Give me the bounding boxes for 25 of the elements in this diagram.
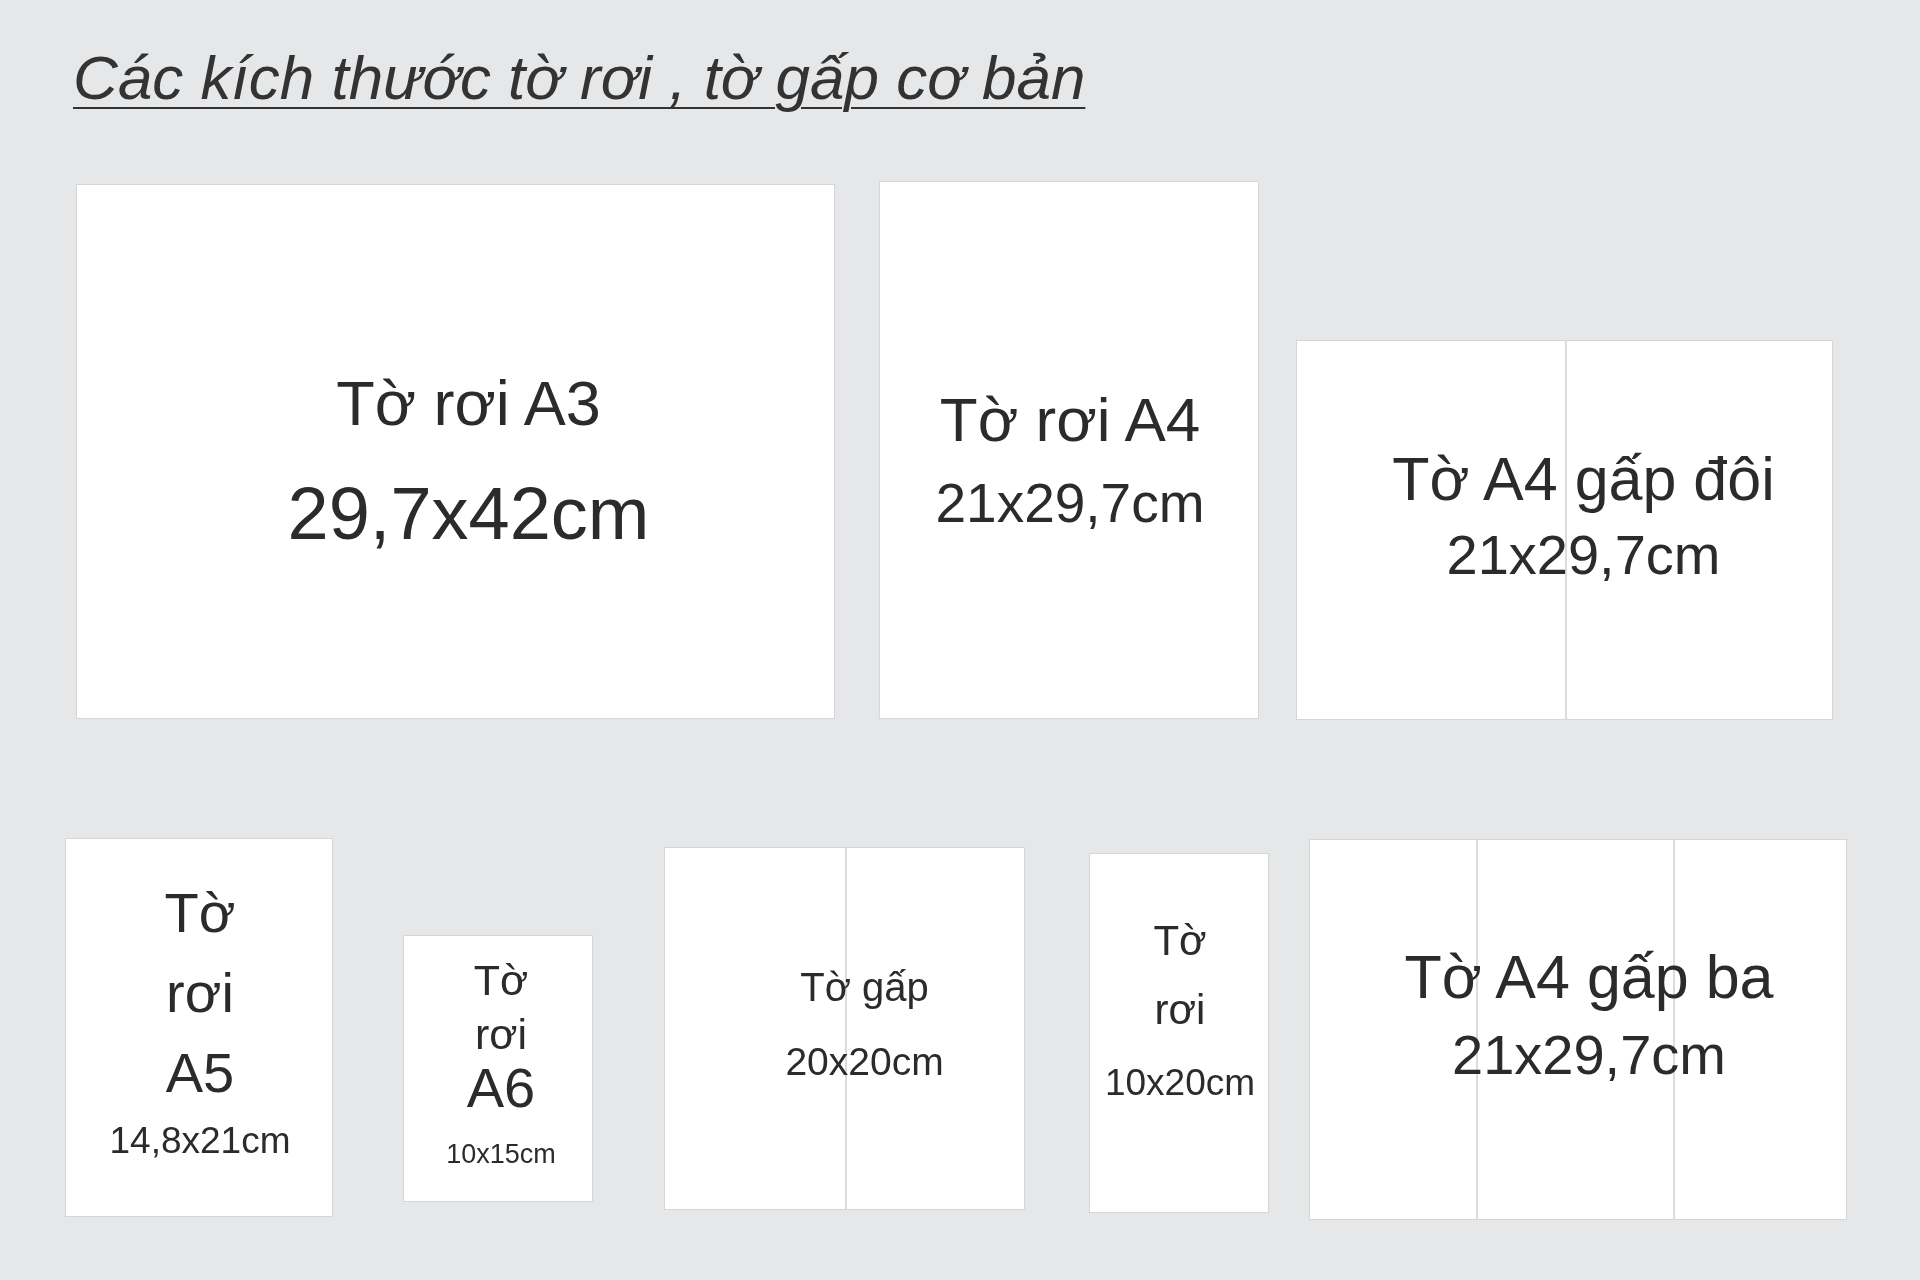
paper-sheet (1089, 853, 1269, 1213)
size-name: Tờ A4 gấp ba (1404, 941, 1774, 1013)
size-name: Tờ rơi A4 (939, 384, 1201, 456)
size-name: Tờ rơi A3 (336, 367, 601, 440)
paper-sheet (76, 184, 835, 719)
size-dimensions: 20x20cm (785, 1038, 944, 1085)
size-name: Tờ A4 gấp đôi (1392, 443, 1775, 515)
size-name: Tờ rơi A5 (164, 880, 236, 1106)
paper-sheet (65, 838, 333, 1217)
folded-sheet (664, 847, 1025, 1210)
paper-sheet (403, 935, 593, 1202)
size-dimensions: 21x29,7cm (1452, 1021, 1726, 1088)
size-dimensions: 21x29,7cm (935, 471, 1205, 536)
folded-sheet (1296, 340, 1833, 720)
page-title: Các kích thước tờ rơi , tờ gấp cơ bản (73, 42, 1086, 114)
size-name: Tờ rơi A6 (466, 955, 536, 1119)
size-dimensions: 21x29,7cm (1446, 521, 1721, 588)
folded-sheet (1309, 839, 1847, 1220)
paper-sheet (879, 181, 1259, 719)
size-name: Tờ gấp (800, 964, 929, 1011)
size-dimensions: 29,7x42cm (287, 470, 650, 557)
size-dimensions: 10x20cm (1104, 1061, 1256, 1105)
size-name: Tờ rơi (1153, 916, 1207, 1035)
size-dimensions: 14,8x21cm (109, 1119, 291, 1163)
size-dimensions: 10x15cm (446, 1138, 556, 1170)
